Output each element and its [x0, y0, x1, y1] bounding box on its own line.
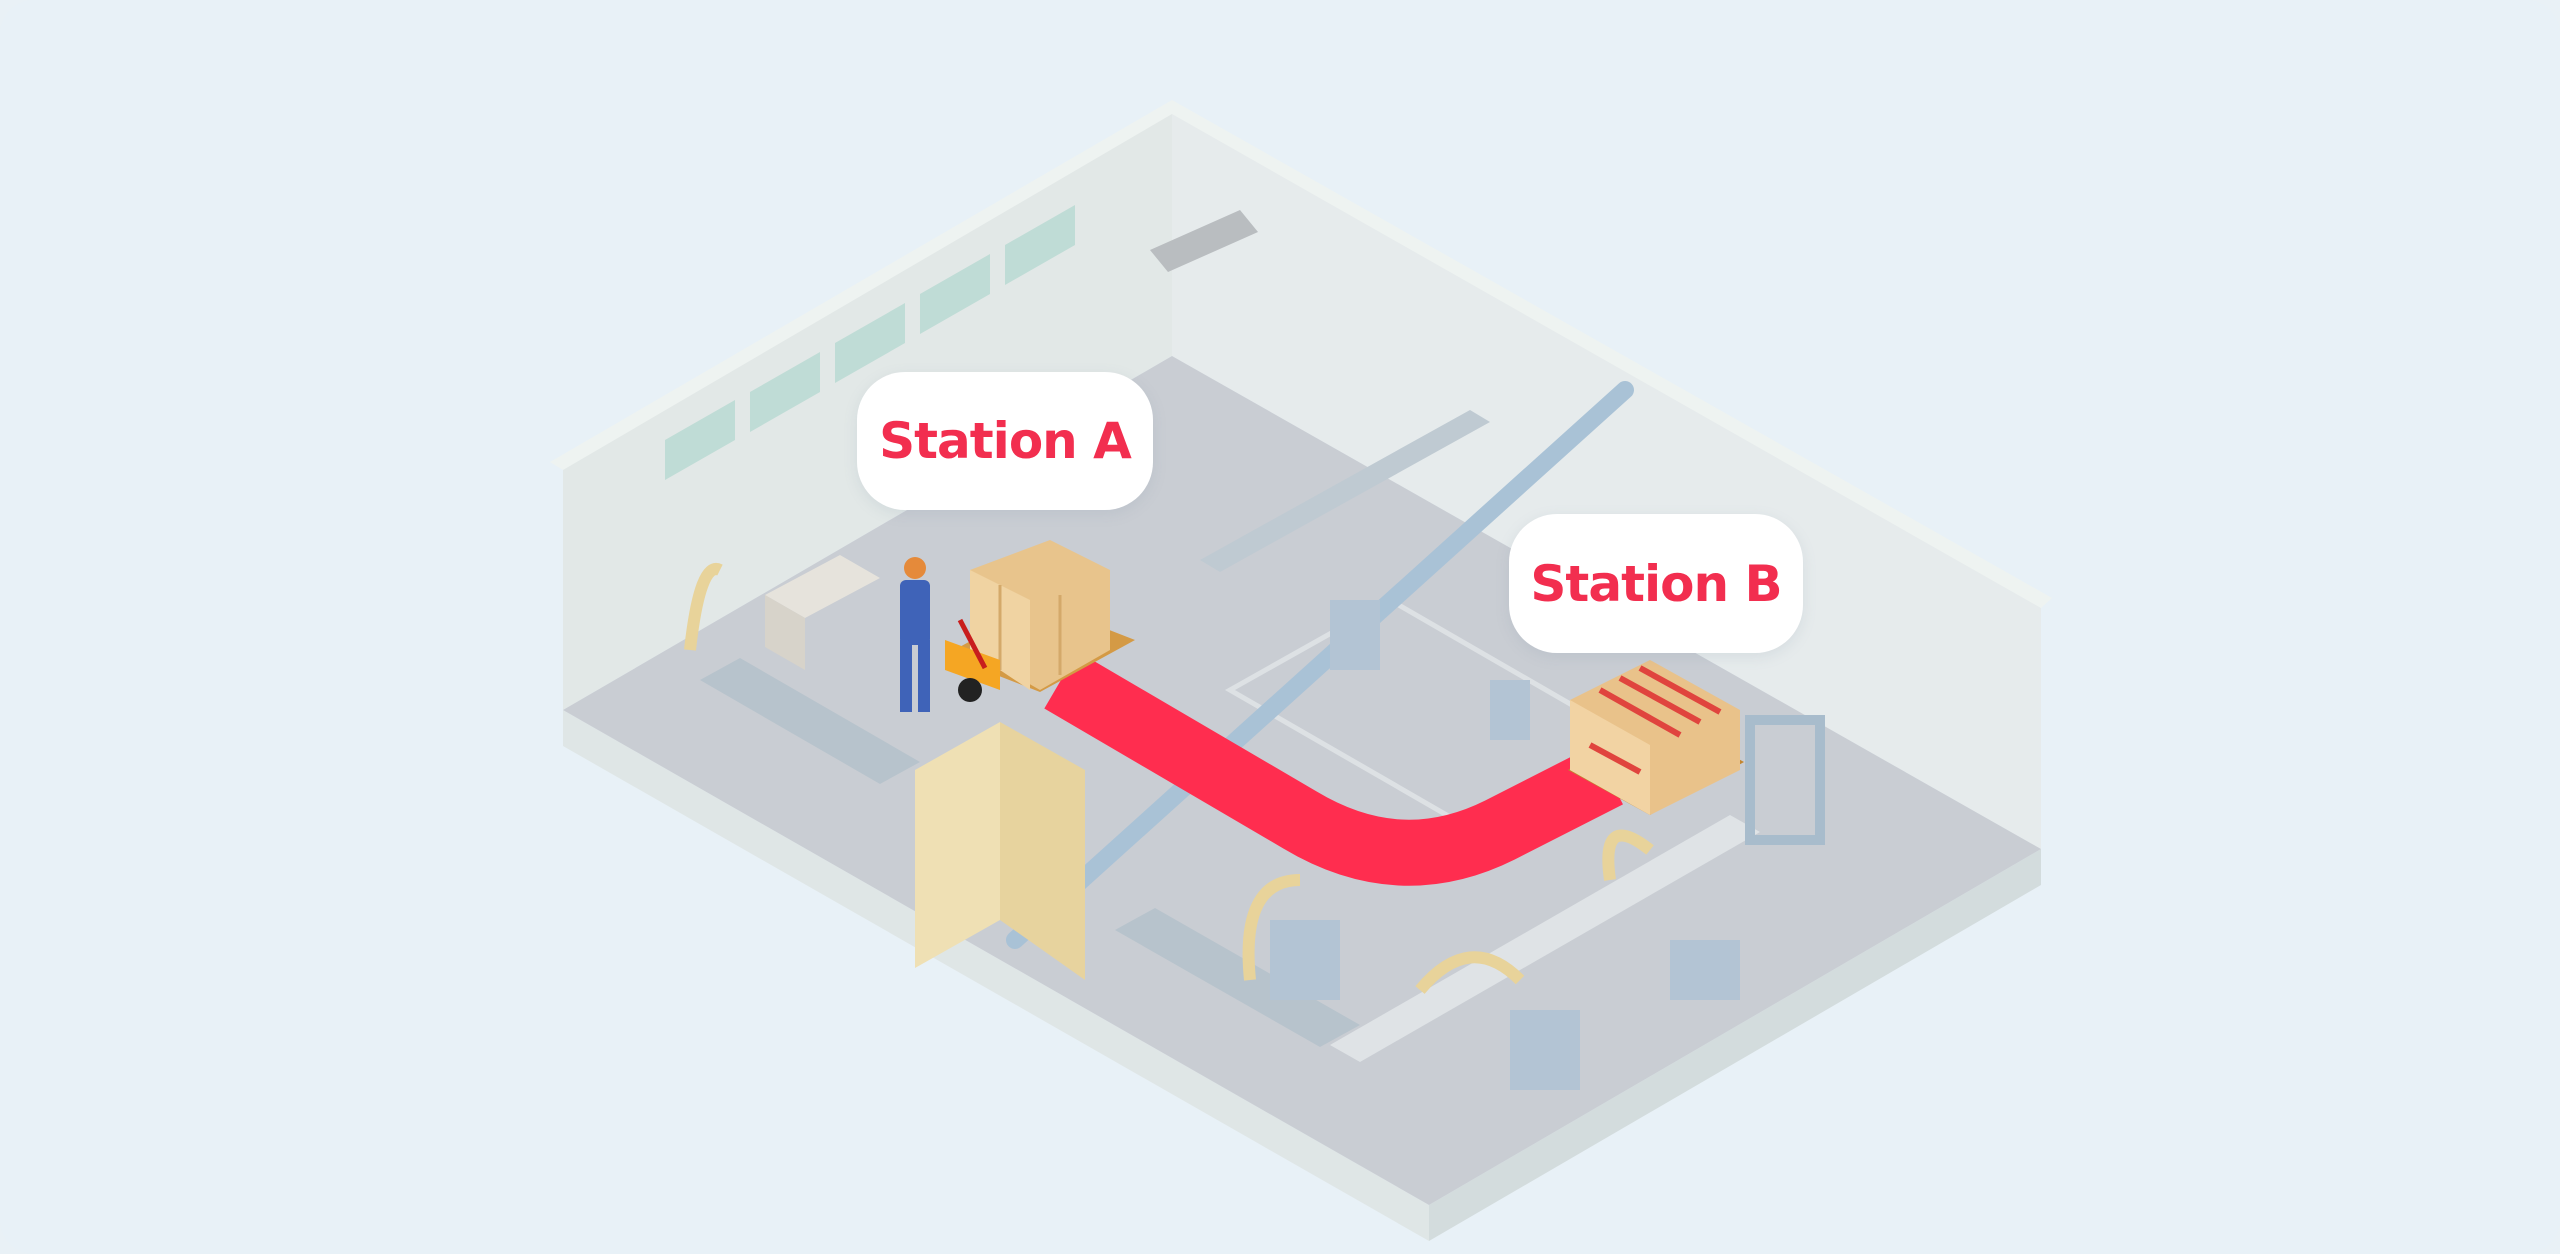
back-wall [1172, 111, 2041, 849]
station-a-pallet [945, 540, 1135, 702]
left-wall-top [550, 100, 1172, 470]
machines [684, 555, 1825, 1090]
ceiling-duct [1150, 210, 1258, 272]
station-a-label: Station A [857, 372, 1153, 510]
station-b-text: Station B [1530, 554, 1782, 613]
station-b-label: Station B [1509, 514, 1803, 653]
windows [665, 205, 1075, 480]
route-path [1044, 651, 1623, 886]
worker [900, 557, 930, 712]
floor-slab-left [563, 710, 1429, 1241]
back-wall-top [1172, 100, 2052, 608]
conveyors [700, 410, 1760, 1062]
station-a-text: Station A [879, 412, 1132, 470]
floor-slab-right [1429, 849, 2041, 1241]
station-b-pallet [1568, 660, 1744, 815]
overhead-pipe [1006, 381, 1634, 949]
